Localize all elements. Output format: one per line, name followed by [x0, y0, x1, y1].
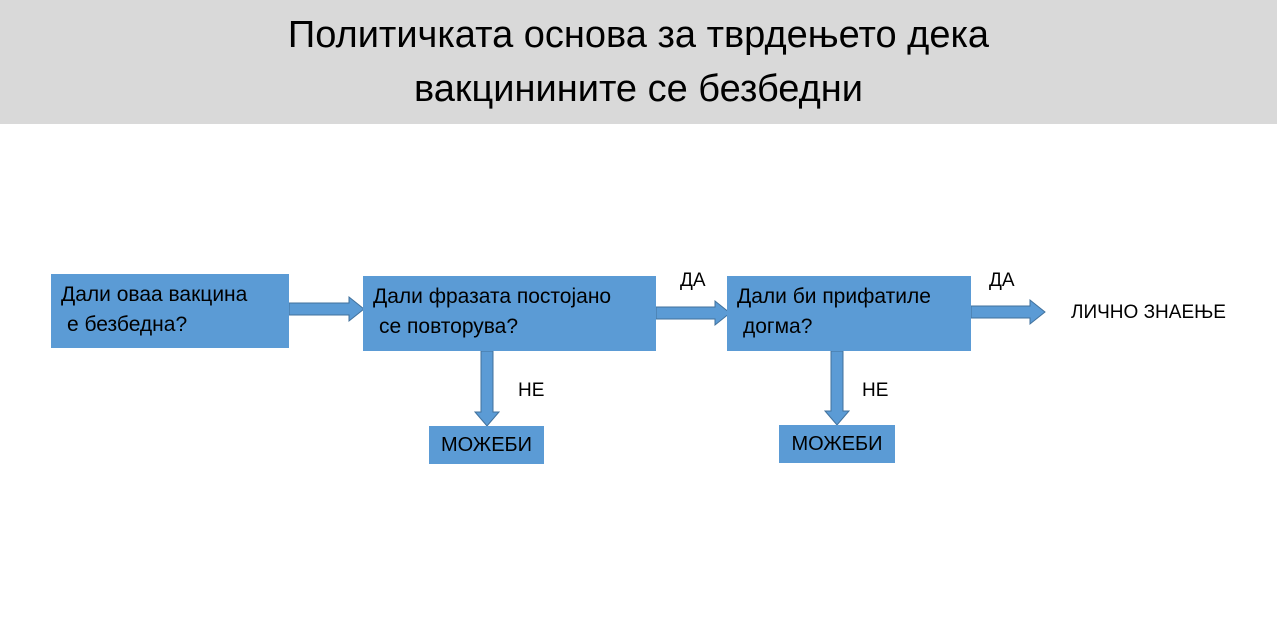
- edge-label-yes-1: ДА: [680, 270, 706, 291]
- arrow-q2-to-q3: [655, 299, 731, 327]
- question-phrase-repeated-line-2: се повторува?: [379, 315, 519, 338]
- slide-title: Политичката основа за тврдењето дека вак…: [0, 8, 1277, 116]
- edge-label-yes-2: ДА: [989, 270, 1015, 291]
- edge-label-no-1: НЕ: [518, 380, 545, 401]
- arrow-q3-to-maybe2: [823, 350, 851, 426]
- question-phrase-repeated-line-1: Дали фразата постојано: [373, 285, 612, 308]
- outcome-maybe-2: МОЖЕБИ: [779, 425, 895, 463]
- question-vaccine-safe-line-2: е безбедна?: [67, 313, 188, 336]
- arrow-q3-to-result: [970, 298, 1046, 326]
- question-phrase-repeated: Дали фразата постојано се повторува?: [363, 276, 656, 351]
- arrow-q1-to-q2: [288, 295, 365, 323]
- title-line-1: Политичката основа за тврдењето дека: [287, 14, 990, 56]
- outcome-maybe-1: МОЖЕБИ: [429, 426, 544, 464]
- question-accept-dogma-line-2: догма?: [743, 315, 813, 338]
- question-accept-dogma: Дали би прифатиле догма?: [727, 276, 971, 351]
- outcome-personal-knowledge: ЛИЧНО ЗНАЕЊЕ: [1071, 302, 1226, 323]
- arrow-q2-to-maybe1: [473, 350, 501, 427]
- outcome-maybe-2-label: МОЖЕБИ: [791, 433, 883, 455]
- title-bar: [0, 0, 1277, 124]
- edge-label-no-2: НЕ: [862, 380, 889, 401]
- outcome-maybe-1-label: МОЖЕБИ: [440, 434, 533, 456]
- title-line-2: вакцинините се безбедни: [414, 68, 863, 110]
- question-vaccine-safe: Дали оваа вакцина е безбедна?: [51, 274, 289, 348]
- question-vaccine-safe-line-1: Дали оваа вакцина: [61, 283, 248, 306]
- question-accept-dogma-line-1: Дали би прифатиле: [737, 285, 931, 308]
